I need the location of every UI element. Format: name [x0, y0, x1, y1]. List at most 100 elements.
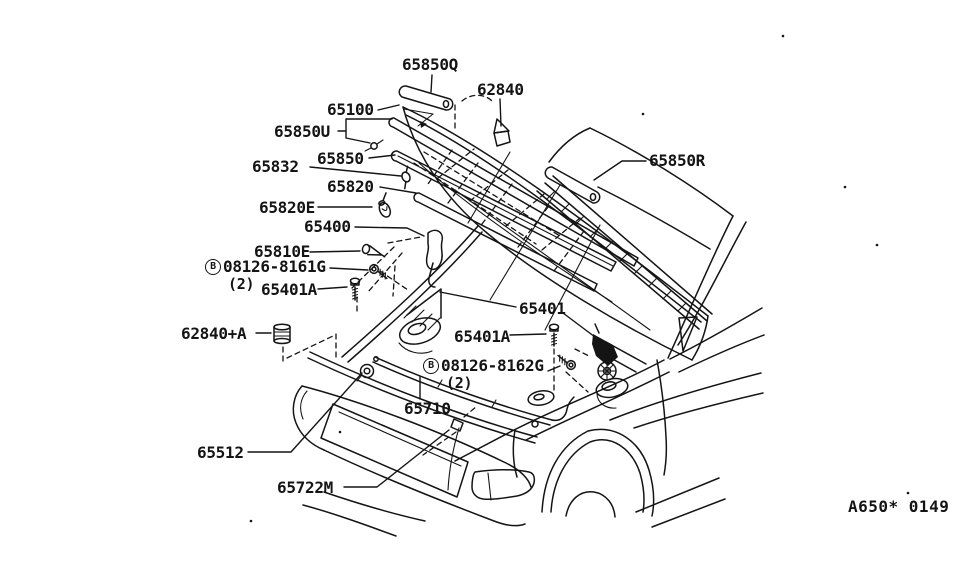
part-label-65512: 65512 [197, 445, 244, 461]
bolt-icon [548, 323, 560, 347]
washer-nozzle-62840-icon [454, 94, 511, 147]
bolt-head-icon [531, 420, 539, 428]
part-number: 65722M [277, 478, 333, 497]
circled-prefix-icon: B [205, 259, 221, 275]
part-label-65820E: 65820E [259, 200, 315, 216]
leader-line-65850U [345, 130, 371, 144]
grommet-62840A-icon [273, 323, 291, 345]
leader-line-08126-8162G [547, 365, 561, 372]
car-body [447, 127, 765, 528]
part-number: 62840+A [181, 324, 247, 343]
part-number: 08126-8161G [223, 257, 326, 276]
clip-icon [378, 192, 392, 218]
part-label-65850U: 65850U [274, 124, 330, 140]
molding-strip-65850 [390, 150, 617, 272]
bolt-icon [349, 277, 361, 301]
grille-opening [320, 403, 469, 498]
leader-line-65100 [377, 104, 400, 111]
seal-strip-65850R [544, 166, 601, 204]
hood-seal-strips [388, 85, 639, 292]
part-number: 65820E [259, 198, 315, 217]
part-label-65722M: 65722M [277, 480, 333, 496]
cowl-top [536, 175, 713, 330]
part-number: 65512 [197, 443, 244, 462]
part-number: 65810E [254, 242, 310, 261]
front-wheel-arch [541, 428, 655, 518]
washer-filler [527, 389, 555, 407]
part-label-65850R: 65850R [649, 153, 705, 169]
leader-line-65512 [247, 372, 363, 453]
part-number: 65832 [252, 157, 299, 176]
part-number: 65400 [304, 217, 351, 236]
part-number: 65850U [274, 122, 330, 141]
part-label-65850: 65850 [317, 151, 364, 167]
leader-line-65820 [379, 186, 417, 194]
leader-line-62840 [499, 98, 502, 127]
molding-strip-65820 [413, 192, 598, 292]
strut-tower [398, 317, 442, 354]
part-label-65401A-right: 65401A [454, 329, 510, 345]
leader-line-65850Q [430, 74, 433, 93]
part-label-65400: 65400 [304, 219, 351, 235]
headlamp [471, 469, 536, 501]
part-label-65401A-left: 65401A [261, 282, 317, 298]
leader-line-65850R [593, 160, 647, 181]
cable-grommet-65512-icon [356, 363, 375, 382]
screw-icon [361, 243, 386, 258]
part-label-62840+A: 62840+A [181, 324, 247, 343]
hood-rod-65710 [372, 356, 575, 426]
drawing-code: A650* 0149 [848, 497, 950, 516]
leader-line-65401 [562, 312, 600, 341]
leader-line-65401A-left [317, 286, 348, 290]
leader-line-65850 [368, 154, 396, 159]
leader-line-65810E [309, 250, 361, 253]
part-label-65832: 65832 [252, 159, 299, 175]
leader-line-65401A-right [509, 333, 547, 336]
leader-line-65400 [354, 226, 425, 237]
hood-lock-65400 [425, 229, 444, 288]
hose-clip-arrow-icon [420, 121, 427, 128]
leader-line-65850U [337, 118, 393, 132]
scan-specks [249, 34, 910, 523]
clip-icon [364, 139, 384, 152]
part-label-65401: 65401 [519, 301, 566, 317]
leader-line-08126-8161G [329, 267, 369, 271]
hood-hinge-65401 [592, 323, 647, 381]
part-qty: (2) [228, 275, 255, 293]
seal-clip-65722M-icon [422, 405, 478, 456]
leader-line-65832 [309, 166, 402, 177]
part-label-65710: 65710 [404, 401, 451, 417]
part-label-65810E: 65810E [254, 244, 310, 260]
leader-line-65722M [343, 429, 450, 488]
part-label-65850Q: 65850Q [402, 57, 458, 73]
part-number: 65820 [327, 177, 374, 196]
hood-panel [402, 106, 709, 361]
screw-icon [368, 263, 388, 280]
screw-icon [557, 354, 577, 371]
circled-prefix-icon: B [423, 358, 439, 374]
part-number: 65401A [454, 327, 510, 346]
front-end [292, 225, 575, 537]
part-number: 65401 [519, 299, 566, 318]
seal-strip-65850Q [398, 85, 454, 111]
part-number: 65850Q [402, 55, 458, 74]
radiator-support [307, 351, 538, 444]
part-number: 65710 [404, 399, 451, 418]
part-label-65820: 65820 [327, 179, 374, 195]
part-qty: (2) [446, 374, 473, 392]
fasteners [273, 94, 577, 428]
seal-strip-65850U [388, 117, 639, 267]
part-label-65100: 65100 [327, 102, 374, 118]
part-number: 65100 [327, 100, 374, 119]
part-number: 65850R [649, 151, 705, 170]
part-label-62840: 62840 [477, 82, 524, 98]
clip-icon [401, 165, 411, 190]
part-number: 65401A [261, 280, 317, 299]
part-number: 08126-8162G [441, 356, 544, 375]
front-bumper [292, 385, 532, 537]
part-number: 65850 [317, 149, 364, 168]
